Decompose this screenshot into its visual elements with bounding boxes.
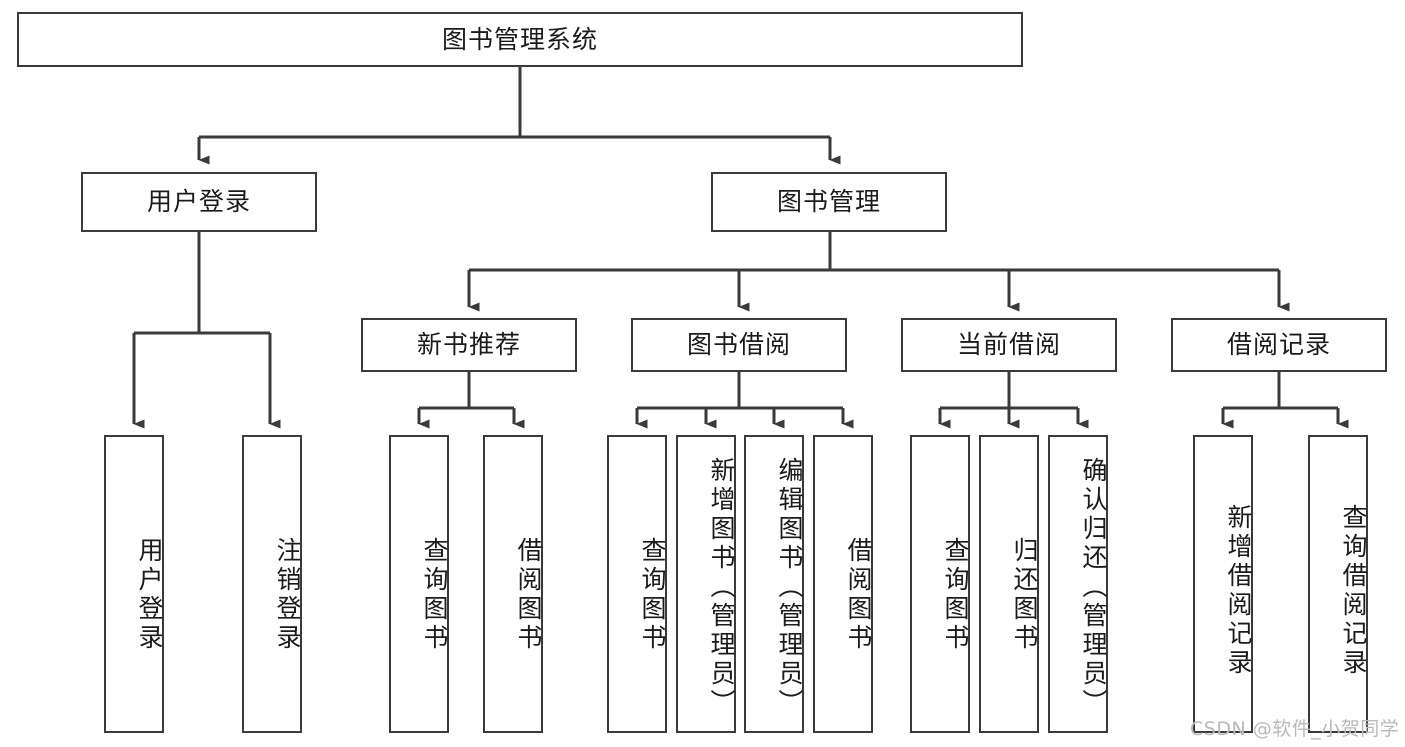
node-leaf-return-book-label: 归还图书: [1010, 537, 1039, 653]
node-book-borrow-label: 图书借阅: [686, 330, 791, 360]
node-book-manage-label: 图书管理: [776, 187, 881, 217]
node-book-borrow[interactable]: 图书借阅: [631, 318, 847, 372]
node-leaf-query-book-1[interactable]: 查询图书: [389, 435, 449, 733]
node-leaf-borrow-book-2-label: 借阅图书: [844, 537, 873, 653]
node-leaf-query-book-1-label: 查询图书: [420, 537, 449, 653]
csdn-watermark: CSDN @软件_小贺同学: [1190, 718, 1400, 740]
node-leaf-add-record-label: 新增借阅记录: [1224, 504, 1253, 678]
node-new-book-rec-label: 新书推荐: [416, 330, 521, 360]
node-leaf-logout[interactable]: 注销登录: [242, 435, 302, 733]
node-leaf-borrow-book-1[interactable]: 借阅图书: [483, 435, 543, 733]
node-leaf-user-login-label: 用户登录: [135, 537, 164, 653]
node-leaf-confirm-return-label: 确认归还（管理员）: [1079, 456, 1108, 718]
node-leaf-query-record[interactable]: 查询借阅记录: [1308, 435, 1368, 733]
node-user-login[interactable]: 用户登录: [81, 172, 317, 232]
node-leaf-logout-label: 注销登录: [273, 537, 302, 653]
node-leaf-query-book-3[interactable]: 查询图书: [910, 435, 970, 733]
node-current-borrow[interactable]: 当前借阅: [901, 318, 1117, 372]
node-new-book-rec[interactable]: 新书推荐: [361, 318, 577, 372]
node-leaf-add-book-label: 新增图书（管理员）: [707, 456, 736, 718]
node-leaf-edit-book[interactable]: 编辑图书（管理员）: [744, 435, 804, 733]
node-root-label: 图书管理系统: [441, 24, 598, 54]
node-borrow-record-label: 借阅记录: [1226, 330, 1331, 360]
node-leaf-query-record-label: 查询借阅记录: [1339, 504, 1368, 678]
node-current-borrow-label: 当前借阅: [956, 330, 1061, 360]
node-borrow-record[interactable]: 借阅记录: [1171, 318, 1387, 372]
node-user-login-label: 用户登录: [146, 187, 251, 217]
node-leaf-user-login[interactable]: 用户登录: [104, 435, 164, 733]
node-leaf-add-book[interactable]: 新增图书（管理员）: [676, 435, 736, 733]
node-leaf-borrow-book-2[interactable]: 借阅图书: [813, 435, 873, 733]
node-leaf-add-record[interactable]: 新增借阅记录: [1193, 435, 1253, 733]
node-leaf-return-book[interactable]: 归还图书: [979, 435, 1039, 733]
node-leaf-edit-book-label: 编辑图书（管理员）: [775, 456, 804, 718]
node-root[interactable]: 图书管理系统: [17, 12, 1023, 67]
node-book-manage[interactable]: 图书管理: [711, 172, 947, 232]
node-leaf-query-book-2[interactable]: 查询图书: [607, 435, 667, 733]
node-leaf-query-book-3-label: 查询图书: [941, 537, 970, 653]
node-leaf-confirm-return[interactable]: 确认归还（管理员）: [1048, 435, 1108, 733]
node-leaf-borrow-book-1-label: 借阅图书: [514, 537, 543, 653]
node-leaf-query-book-2-label: 查询图书: [638, 537, 667, 653]
